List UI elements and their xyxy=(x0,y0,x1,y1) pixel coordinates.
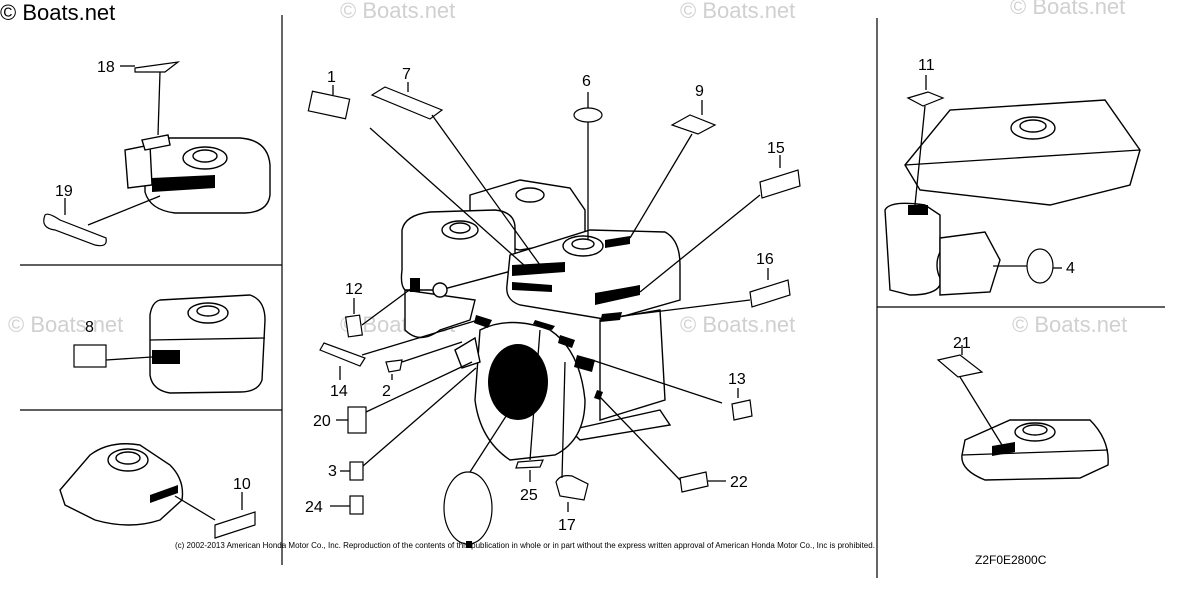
callout-15: 15 xyxy=(767,140,785,157)
label-19 xyxy=(43,213,107,247)
label-3 xyxy=(349,461,364,481)
callout-2: 2 xyxy=(382,383,391,400)
watermark-far-right: © Boats.net xyxy=(1010,0,1125,19)
callout-4: 4 xyxy=(1066,260,1075,277)
fuel-tank-top-left xyxy=(124,134,271,214)
callout-25: 25 xyxy=(520,487,538,504)
callout-7: 7 xyxy=(402,66,411,83)
watermark-left-mid: © Boats.net xyxy=(8,312,123,337)
fuel-tank-top-right xyxy=(884,99,1141,296)
callout-6: 6 xyxy=(582,73,591,90)
engine-assembly xyxy=(400,179,681,461)
label-4 xyxy=(1026,248,1054,284)
label-20 xyxy=(347,406,367,434)
fuel-tank-mid-left xyxy=(149,294,266,394)
label-24 xyxy=(349,495,364,515)
label-hood-circle xyxy=(443,471,493,545)
callout-11: 11 xyxy=(918,57,935,74)
label-small-black xyxy=(466,541,472,548)
label-25 xyxy=(515,459,544,469)
label-18 xyxy=(134,61,181,73)
callout-13: 13 xyxy=(728,371,746,388)
label-12 xyxy=(344,314,364,338)
label-11 xyxy=(906,91,945,107)
callout-22: 22 xyxy=(730,474,748,491)
callout-20: 20 xyxy=(313,413,331,430)
label-16 xyxy=(749,279,791,308)
callout-3: 3 xyxy=(328,463,337,480)
label-10 xyxy=(214,511,256,539)
label-2 xyxy=(385,359,403,373)
label-1 xyxy=(307,90,351,120)
callout-9: 9 xyxy=(695,83,704,100)
callout-19: 19 xyxy=(55,183,73,200)
label-13 xyxy=(731,399,753,421)
label-15 xyxy=(759,169,801,199)
label-6 xyxy=(573,107,603,123)
callout-17: 17 xyxy=(558,517,576,534)
callout-12: 12 xyxy=(345,281,363,298)
label-7 xyxy=(370,86,444,120)
diagram-code: Z2F0E2800C xyxy=(975,553,1047,567)
label-22 xyxy=(679,471,709,493)
callout-16: 16 xyxy=(756,251,774,268)
watermark-top: © Boats.net xyxy=(340,0,455,23)
callout-14: 14 xyxy=(330,383,348,400)
callout-8: 8 xyxy=(85,319,94,336)
copyright-notice: (c) 2002-2013 American Honda Motor Co., … xyxy=(175,541,875,550)
callout-10: 10 xyxy=(233,476,251,493)
callout-18: 18 xyxy=(97,59,115,76)
callout-24: 24 xyxy=(305,499,323,516)
callout-21: 21 xyxy=(953,335,971,352)
label-21 xyxy=(936,354,984,378)
watermark-far-right-mid: © Boats.net xyxy=(1012,312,1127,337)
label-8 xyxy=(73,344,107,368)
watermark-right-mid: © Boats.net xyxy=(680,312,795,337)
fuel-tank-bottom-right xyxy=(961,419,1109,481)
label-17 xyxy=(555,475,589,501)
label-9 xyxy=(670,114,717,135)
label-14 xyxy=(319,342,366,367)
watermark-top-right: © Boats.net xyxy=(680,0,795,23)
callout-1: 1 xyxy=(327,69,336,86)
tank-cover-bottom-left xyxy=(59,443,184,526)
watermark-top-left: © Boats.net xyxy=(0,0,115,25)
